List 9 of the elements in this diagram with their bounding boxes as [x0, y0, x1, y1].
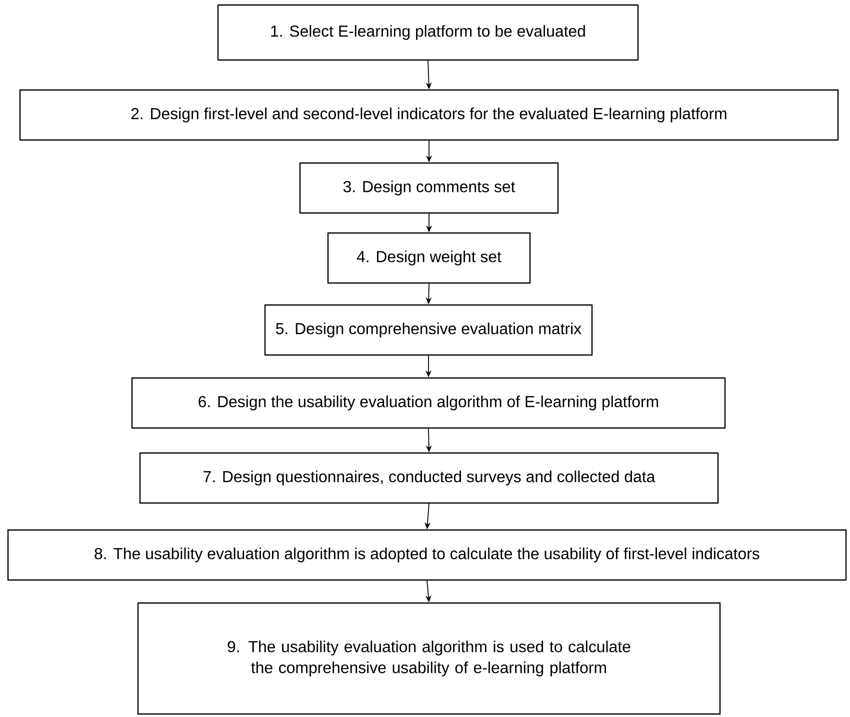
- process-box: 1. Select E-learning platform to be evaluated: [217, 4, 639, 61]
- process-box: 7. Design questionnaires, conducted surveys and collected data: [139, 452, 719, 504]
- process-box: 2. Design first-level and second-level indicators for the evaluated E-learning platform: [19, 89, 839, 141]
- process-box: 8. The usability evaluation algorithm is adopted to calculate the usability of first-level indicators: [7, 529, 847, 581]
- process-box: 4. Design weight set: [327, 232, 531, 284]
- process-box: 6. Design the usability evaluation algorithm of E-learning platform: [131, 377, 726, 429]
- process-box: 5. Design comprehensive evaluation matrix: [264, 304, 593, 356]
- process-box: 3. Design comments set: [299, 162, 559, 214]
- process-box: 9. The usability evaluation algorithm is used to calculate the comprehensive usability of e-learning platform: [137, 602, 721, 715]
